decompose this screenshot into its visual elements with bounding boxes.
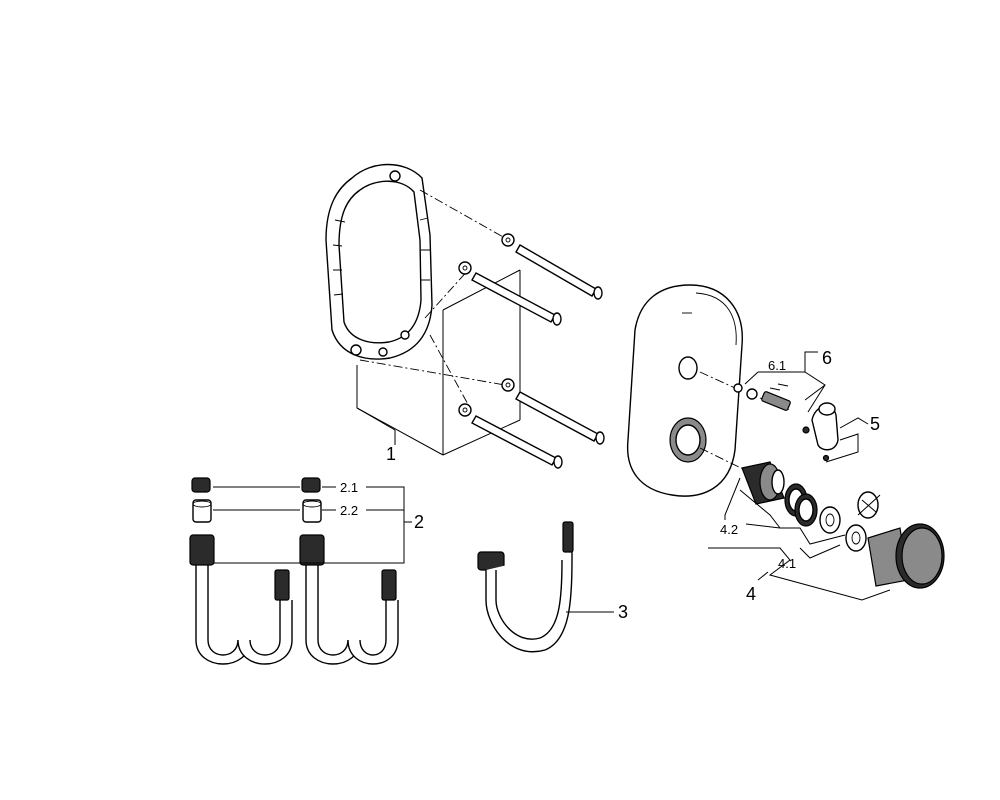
screw-1 bbox=[501, 233, 603, 300]
flexible-hose: 3 bbox=[477, 521, 628, 653]
lever-handle: 5 bbox=[811, 402, 880, 463]
cartridge-set: 4.2 4.1 4 bbox=[699, 447, 945, 604]
screw-2 bbox=[458, 261, 562, 326]
callout-1: 1 bbox=[386, 430, 396, 464]
knob bbox=[867, 523, 945, 589]
label-6: 6 bbox=[822, 348, 832, 368]
label-2: 2 bbox=[414, 512, 424, 532]
cartridge-body bbox=[741, 461, 785, 505]
mounting-frame bbox=[325, 163, 433, 360]
label-4: 4 bbox=[746, 584, 756, 604]
label-5: 5 bbox=[870, 414, 880, 434]
ring-4-1 bbox=[819, 506, 867, 552]
hose-set-left bbox=[189, 477, 293, 665]
screw-4 bbox=[458, 403, 563, 469]
label-1: 1 bbox=[386, 444, 396, 464]
wall-box-outline bbox=[356, 189, 521, 456]
screw-set bbox=[458, 233, 605, 469]
diverter-parts: 6.1 6 bbox=[699, 348, 832, 434]
clip bbox=[857, 491, 881, 519]
callout-2: 2.1 2.2 2 bbox=[213, 480, 424, 564]
label-2-2: 2.2 bbox=[340, 503, 358, 518]
trim-plate bbox=[626, 284, 743, 497]
screw-3 bbox=[501, 378, 605, 445]
label-4-2: 4.2 bbox=[720, 522, 738, 537]
label-2-1: 2.1 bbox=[340, 480, 358, 495]
hose-set-right bbox=[299, 477, 399, 665]
label-4-1: 4.1 bbox=[778, 556, 796, 571]
label-3: 3 bbox=[618, 602, 628, 622]
label-6-1: 6.1 bbox=[768, 358, 786, 373]
